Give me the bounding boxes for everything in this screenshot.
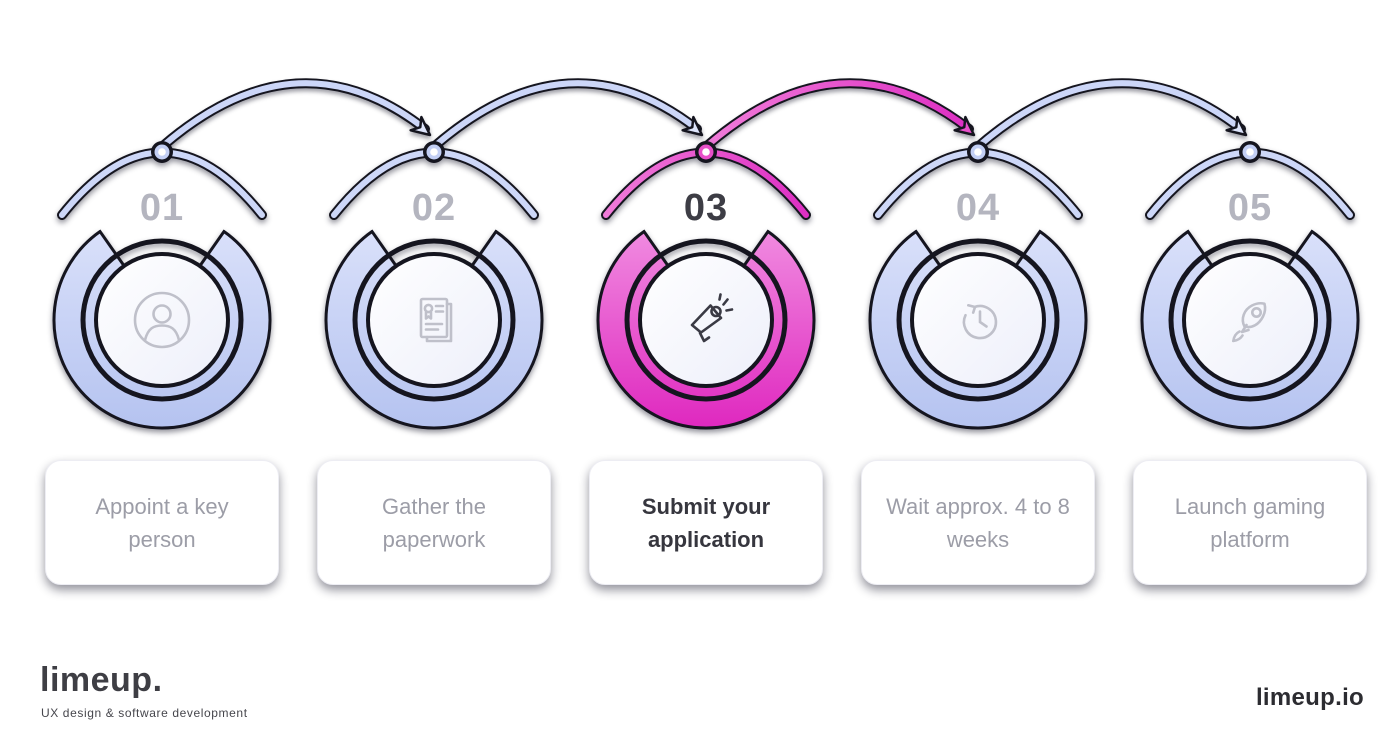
rocket-icon [1218, 288, 1282, 352]
step-node-icon [1239, 141, 1261, 163]
step-number: 04 [955, 187, 1001, 229]
step-inner-circle [638, 252, 774, 388]
step-outer-ring [1168, 238, 1332, 402]
step-label: Launch gaming platform [1174, 493, 1326, 552]
user-icon [130, 288, 194, 352]
step-medallion [52, 141, 272, 430]
clock-history-icon [946, 288, 1010, 352]
step-label-card: Gather the paperwork [317, 460, 551, 585]
step-01: 01 Appoint a key person [22, 130, 302, 600]
arrowhead-icon [681, 115, 704, 137]
step-node-icon [423, 141, 445, 163]
step-label-card: Wait approx. 4 to 8 weeks [861, 460, 1095, 585]
step-medallion [1140, 141, 1360, 430]
step-medallion [868, 141, 1088, 430]
brand-logo: limeup. [40, 661, 163, 699]
step-node-icon [967, 141, 989, 163]
brand-tagline: UX design & software development [41, 706, 248, 720]
arrowhead-icon [1225, 115, 1248, 137]
megaphone-icon [674, 288, 738, 352]
step-04: 04 Wait approx. 4 to 8 weeks [838, 130, 1118, 600]
step-number: 05 [1227, 187, 1273, 229]
step-outer-ring [352, 238, 516, 402]
step-inner-circle [1182, 252, 1318, 388]
step-node-icon [151, 141, 173, 163]
step-05: 05 Launch gaming platform [1110, 130, 1390, 600]
step-number: 02 [411, 187, 457, 229]
step-02: 02 Gather the paperwork [294, 130, 574, 600]
step-outer-ring [624, 238, 788, 402]
step-label: Appoint a key person [95, 493, 229, 552]
step-label: Wait approx. 4 to 8 weeks [886, 493, 1070, 552]
step-03: 03 Submit your application [566, 130, 846, 600]
step-number: 03 [683, 187, 729, 229]
connector-arrow-01-02 [159, 78, 432, 150]
step-inner-circle [910, 252, 1046, 388]
step-inner-circle [94, 252, 230, 388]
step-outer-ring [896, 238, 1060, 402]
step-label-card: Launch gaming platform [1133, 460, 1367, 585]
step-node-icon [695, 141, 717, 163]
connector-arrow-03-04 [703, 78, 976, 150]
step-inner-circle [366, 252, 502, 388]
step-number: 01 [139, 187, 185, 229]
arrowhead-icon [409, 115, 432, 137]
documents-icon [402, 288, 466, 352]
step-label: Submit your application [641, 493, 771, 552]
step-label: Gather the paperwork [382, 493, 486, 552]
connector-arrow-02-03 [431, 78, 704, 150]
brand-website: limeup.io [1255, 684, 1364, 711]
step-outer-ring [80, 238, 244, 402]
step-label-card: Appoint a key person [45, 460, 279, 585]
step-label-card: Submit your application [589, 460, 823, 585]
arrowhead-icon [953, 115, 976, 137]
connector-arrow-04-05 [975, 78, 1248, 150]
